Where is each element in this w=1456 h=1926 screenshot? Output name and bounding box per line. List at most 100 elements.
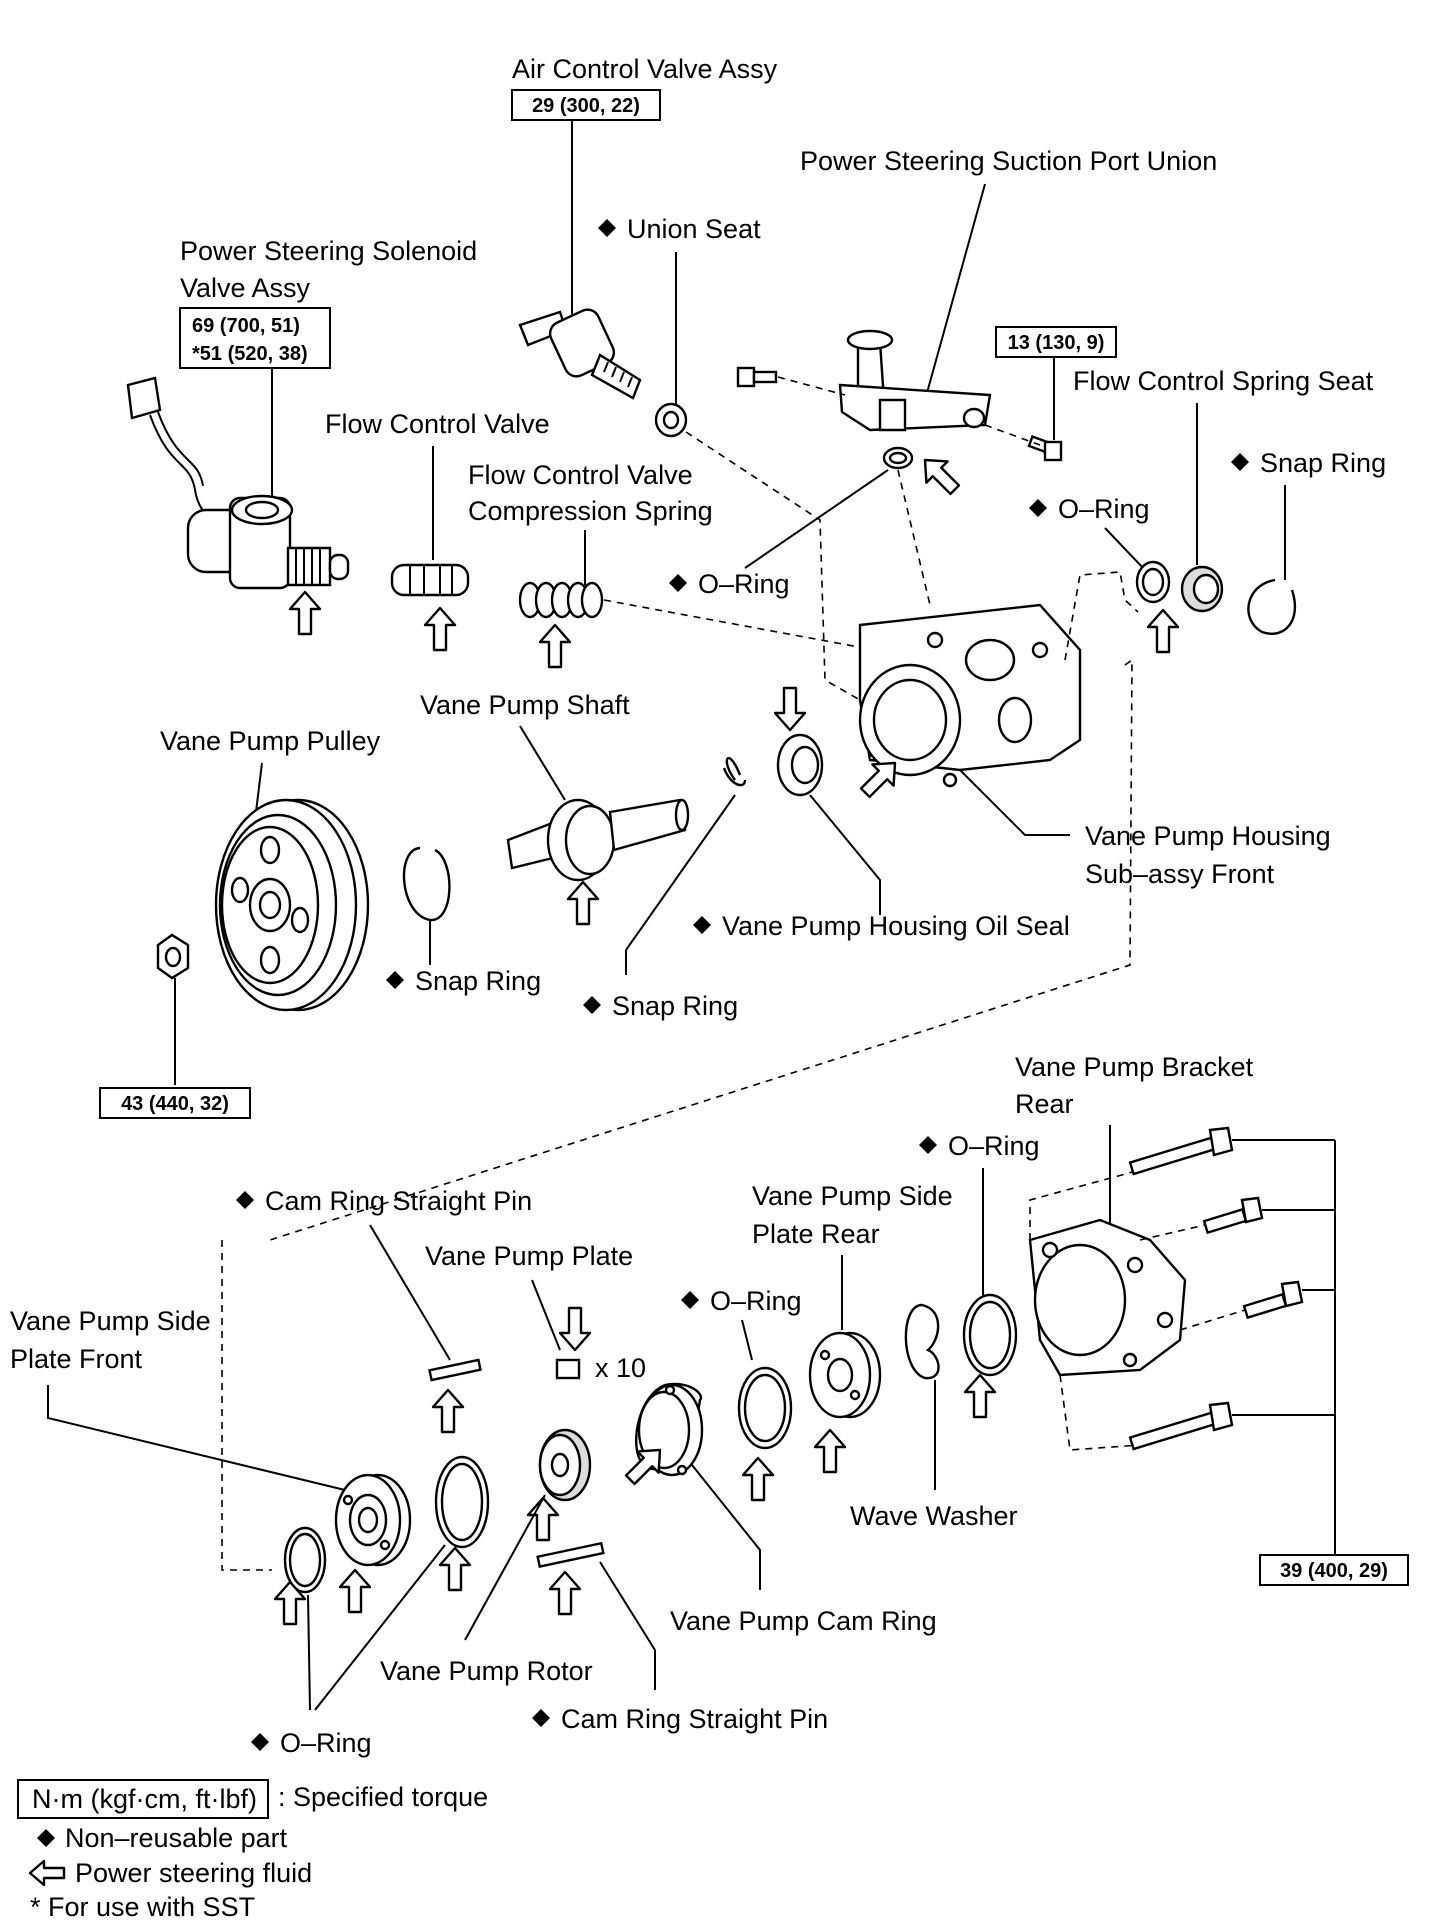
legend-torque-unit: N·m (kgf·cm, ft·lbf) bbox=[32, 1784, 257, 1814]
vane-plate-qty: x 10 bbox=[595, 1353, 646, 1383]
vane-plate-part bbox=[555, 1358, 581, 1380]
legend-non-reusable: Non–reusable part bbox=[65, 1823, 288, 1853]
legend-sst: * For use with SST bbox=[30, 1892, 255, 1922]
fluid-arrow-icon bbox=[288, 590, 322, 636]
o-ring-top-right-label: O–Ring bbox=[1058, 494, 1150, 524]
vane-pump-pulley-part bbox=[214, 798, 370, 1012]
fluid-arrow-icon bbox=[913, 448, 967, 502]
cam-pin-bottom-label: Cam Ring Straight Pin bbox=[561, 1704, 828, 1734]
rotor-part bbox=[538, 1428, 592, 1502]
side-plate-rear-label-1: Vane Pump Side bbox=[752, 1181, 953, 1211]
legend-torque-box bbox=[17, 1779, 269, 1819]
bracket-bolt-4 bbox=[1128, 1401, 1234, 1451]
fluid-arrow-icon bbox=[338, 1568, 372, 1614]
flow-control-valve-part bbox=[390, 563, 470, 597]
side-plate-front-label-2: Plate Front bbox=[10, 1344, 143, 1374]
pulley-nut-torque: 43 (440, 32) bbox=[121, 1093, 229, 1115]
o-ring-bracket-part bbox=[962, 1293, 1018, 1377]
o-ring-bottom-large-part bbox=[434, 1455, 490, 1549]
side-plate-rear-part bbox=[808, 1331, 882, 1419]
vane-pump-pulley-label: Vane Pump Pulley bbox=[160, 726, 381, 756]
o-ring-bracket-label: O–Ring bbox=[948, 1131, 1040, 1161]
fluid-arrow-icon bbox=[813, 1428, 847, 1474]
solenoid-torque-1: 69 (700, 51) bbox=[192, 315, 300, 337]
housing-label-2: Sub–assy Front bbox=[1085, 859, 1275, 889]
wave-washer-part bbox=[904, 1303, 940, 1380]
fluid-arrow-icon bbox=[1146, 608, 1180, 654]
fcv-spring-label-1: Flow Control Valve bbox=[468, 460, 693, 490]
vane-pump-bracket-part bbox=[1028, 1218, 1187, 1377]
cam-pin-top-label: Cam Ring Straight Pin bbox=[265, 1186, 532, 1216]
fluid-arrow-icon bbox=[773, 686, 807, 732]
suction-union-bolt-left bbox=[736, 366, 778, 388]
snap-ring-top-label: Snap Ring bbox=[1260, 448, 1386, 478]
union-seat-part bbox=[654, 402, 688, 438]
fluid-arrow-icon bbox=[741, 1456, 775, 1502]
pulley-nut-torque-box bbox=[99, 1087, 251, 1119]
bracket-label-2: Rear bbox=[1015, 1089, 1074, 1119]
side-plate-front-label-1: Vane Pump Side bbox=[10, 1306, 211, 1336]
solenoid-torque-2: *51 (520, 38) bbox=[192, 343, 308, 365]
vane-pump-shaft-label: Vane Pump Shaft bbox=[420, 690, 630, 720]
bracket-label-1: Vane Pump Bracket bbox=[1015, 1052, 1254, 1082]
solenoid-valve-part bbox=[126, 376, 350, 590]
housing-oil-seal-label: Vane Pump Housing Oil Seal bbox=[722, 911, 1070, 941]
bracket-bolts-torque: 39 (400, 29) bbox=[1280, 1560, 1388, 1582]
diamond-icon bbox=[37, 1829, 55, 1847]
snap-ring-shaft-part bbox=[722, 756, 747, 787]
cam-pin-top-part bbox=[428, 1358, 482, 1382]
fluid-arrow-icon bbox=[438, 1546, 472, 1592]
fluid-arrow-icon bbox=[566, 880, 600, 926]
rotor-label: Vane Pump Rotor bbox=[380, 1656, 593, 1686]
fluid-arrow-icon bbox=[423, 606, 457, 652]
housing-oil-seal-part bbox=[776, 733, 824, 797]
cam-ring-label: Vane Pump Cam Ring bbox=[670, 1606, 937, 1636]
o-ring-bottom-label: O–Ring bbox=[280, 1728, 372, 1758]
fluid-arrow-icon bbox=[431, 1388, 465, 1434]
o-ring-mid-label: O–Ring bbox=[710, 1286, 802, 1316]
wave-washer-label: Wave Washer bbox=[850, 1501, 1018, 1531]
vane-plate-label: Vane Pump Plate bbox=[425, 1241, 633, 1271]
suction-union-bolt-right bbox=[1027, 435, 1063, 462]
fluid-arrow-icon bbox=[558, 1306, 592, 1352]
side-plate-front-part bbox=[334, 1473, 412, 1567]
bracket-bolt-1 bbox=[1128, 1126, 1234, 1176]
air-control-valve-torque-box bbox=[511, 89, 661, 121]
air-control-valve-part bbox=[518, 308, 642, 400]
suction-port-union-label: Power Steering Suction Port Union bbox=[800, 146, 1217, 176]
flow-spring-seat-part bbox=[1180, 565, 1224, 613]
fluid-arrow-icon bbox=[963, 1373, 997, 1419]
snap-ring-pulley-part bbox=[402, 846, 451, 922]
fcv-spring-part bbox=[518, 581, 604, 619]
fcv-spring-label-2: Compression Spring bbox=[468, 496, 713, 526]
o-ring-bottom-small-part bbox=[283, 1526, 327, 1594]
legend-fluid: Power steering fluid bbox=[75, 1858, 312, 1888]
snap-ring-top-part bbox=[1247, 578, 1297, 635]
bracket-bolt-3 bbox=[1242, 1280, 1304, 1320]
solenoid-valve-label-2: Valve Assy bbox=[180, 273, 311, 303]
suction-port-union-part bbox=[838, 329, 992, 432]
o-ring-union-label: O–Ring bbox=[698, 569, 790, 599]
o-ring-top-right-part bbox=[1135, 560, 1171, 604]
legend-torque-desc: : Specified torque bbox=[278, 1782, 488, 1812]
air-control-valve-label: Air Control Valve Assy bbox=[512, 54, 778, 84]
air-control-valve-torque: 29 (300, 22) bbox=[532, 95, 640, 117]
flow-control-valve-label: Flow Control Valve bbox=[325, 409, 550, 439]
solenoid-torque-box bbox=[179, 307, 331, 369]
hollow-arrow-icon bbox=[28, 1859, 66, 1887]
snap-ring-pulley-label: Snap Ring bbox=[415, 966, 541, 996]
bracket-bolt-2 bbox=[1202, 1196, 1264, 1235]
flow-spring-seat-label: Flow Control Spring Seat bbox=[1073, 366, 1374, 396]
bracket-bolts-torque-box bbox=[1259, 1554, 1409, 1586]
union-bolt-torque: 13 (130, 9) bbox=[1008, 332, 1105, 354]
pulley-nut-part bbox=[156, 933, 190, 980]
snap-ring-shaft-label: Snap Ring bbox=[612, 991, 738, 1021]
o-ring-mid-part bbox=[737, 1366, 793, 1450]
vane-pump-housing-part bbox=[858, 603, 1082, 788]
union-seat-label: Union Seat bbox=[627, 214, 761, 244]
fluid-arrow-icon bbox=[538, 623, 572, 669]
side-plate-rear-label-2: Plate Rear bbox=[752, 1219, 880, 1249]
fluid-arrow-icon bbox=[548, 1570, 582, 1616]
solenoid-valve-label-1: Power Steering Solenoid bbox=[180, 236, 477, 266]
